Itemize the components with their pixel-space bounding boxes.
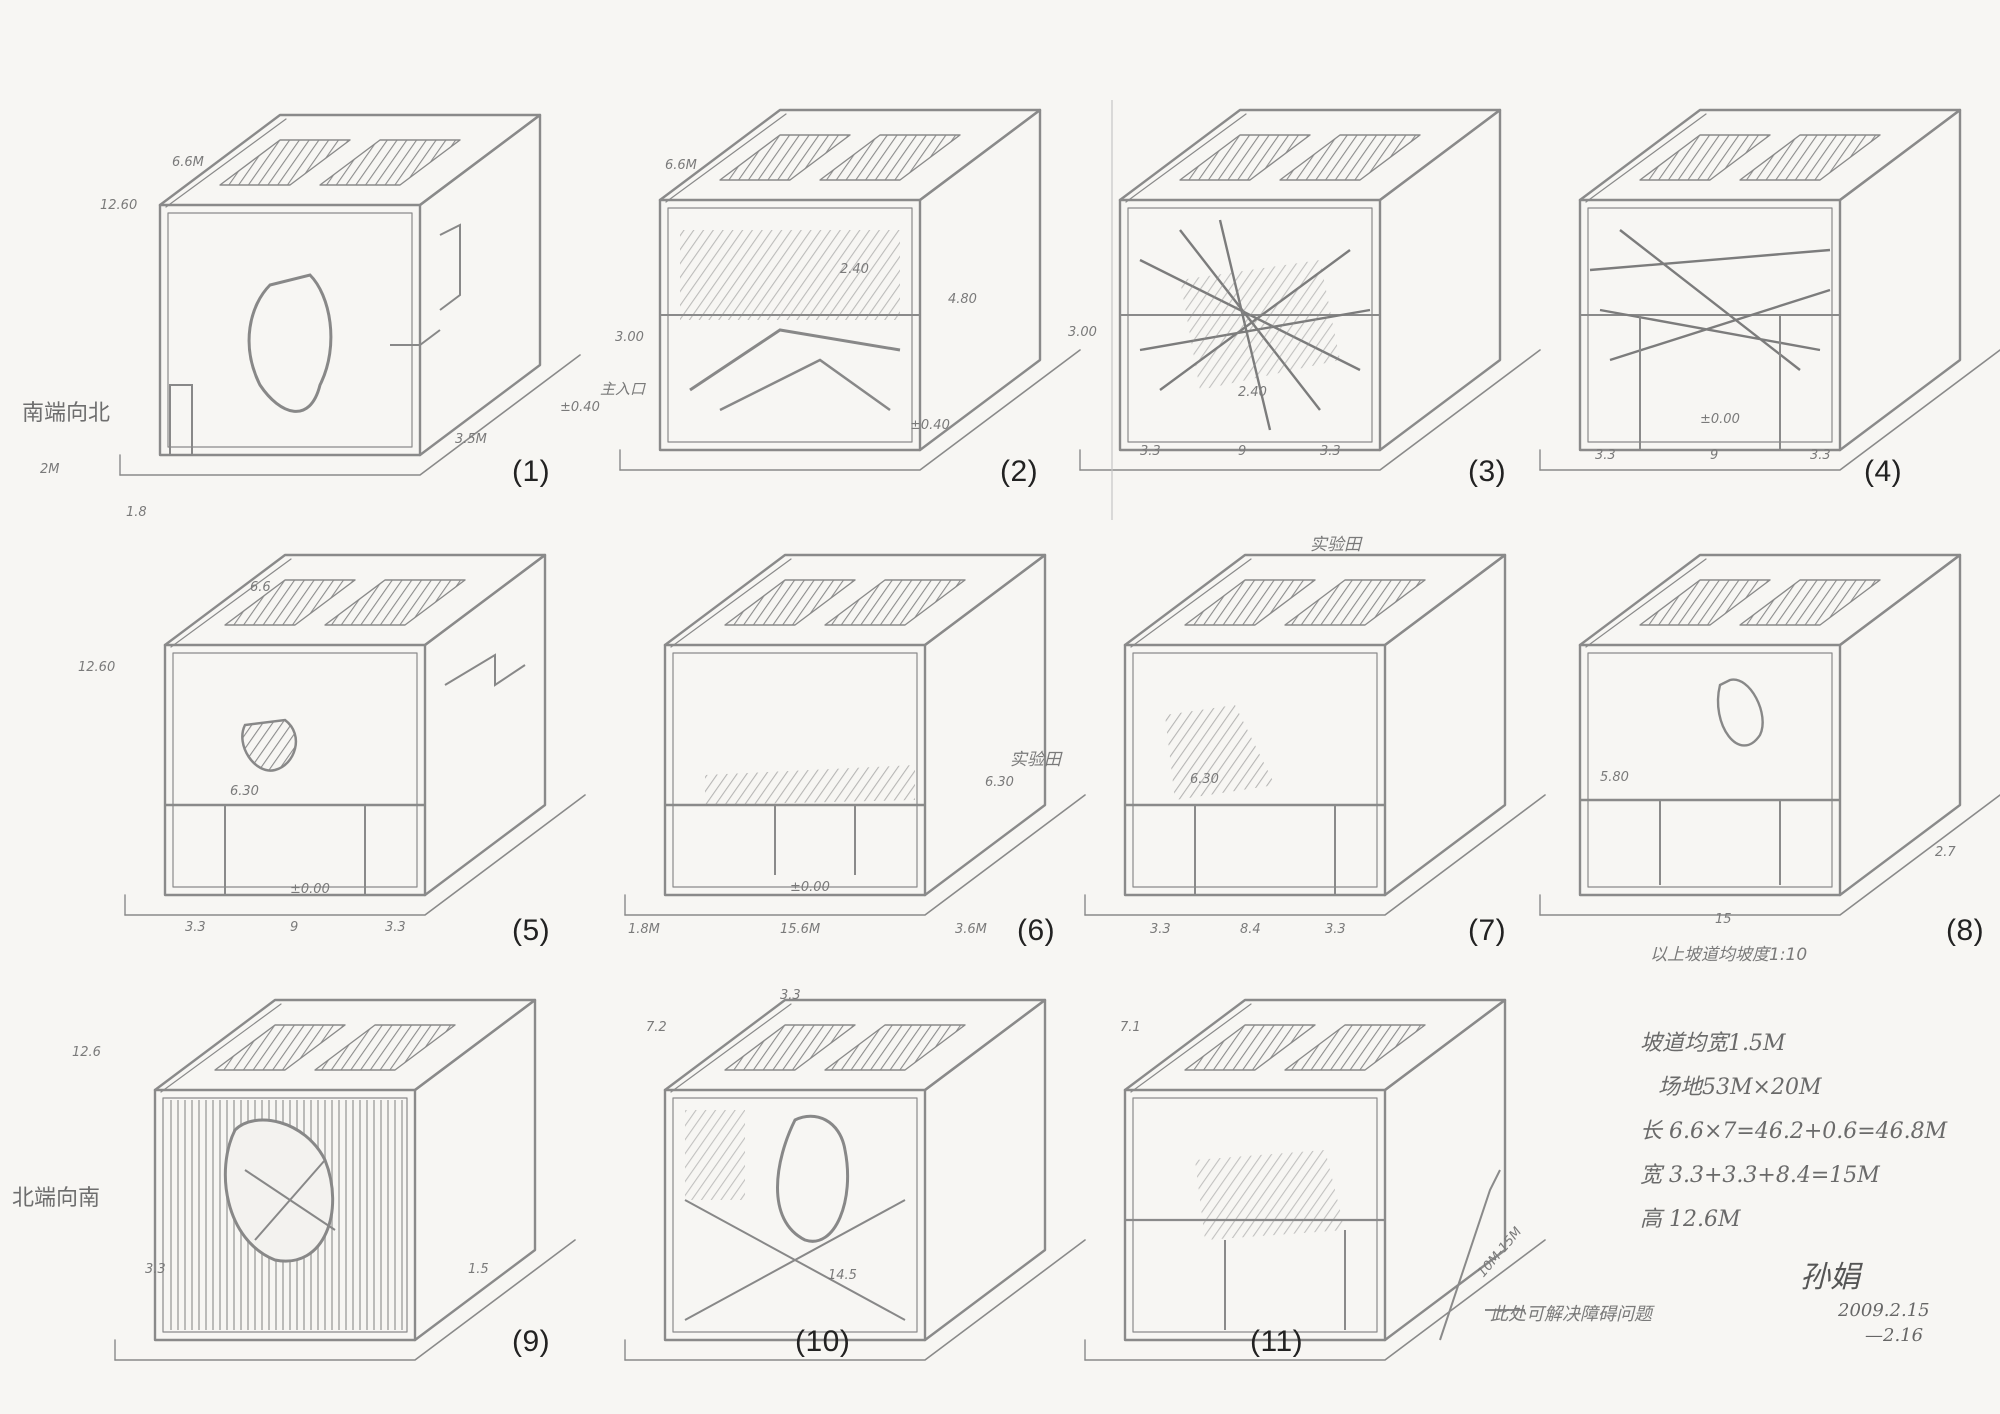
dim-s1-side: 3.5M xyxy=(455,432,487,447)
ramp-line xyxy=(1439,1169,1501,1341)
sketch-3 xyxy=(1078,108,1542,472)
sketch-9 xyxy=(113,998,577,1362)
dim-s9-a: 3.3 xyxy=(145,1262,166,1277)
note-main-entrance: 主入口 xyxy=(600,380,646,398)
label-3: (3) xyxy=(1468,455,1507,488)
dim-s1-entry: ±0.40 xyxy=(560,400,600,415)
dim-s1-top: 6.6M xyxy=(172,155,204,170)
dim-s3-c: 3.3 xyxy=(1320,444,1341,459)
label-2: (2) xyxy=(1000,455,1039,488)
notes-block: 坡道均宽1.5M 场地53M×20M 长 6.6×7=46.2+0.6=46.8… xyxy=(1640,1025,1980,1245)
dim-s1-front: 2M xyxy=(40,462,60,477)
dim-s11-a: 7.1 xyxy=(1120,1020,1141,1035)
dim-s5-d: ±0.00 xyxy=(290,882,330,897)
label-4: (4) xyxy=(1864,455,1903,488)
note-bottom: 此处可解决障碍问题 xyxy=(1490,1304,1652,1325)
label-7: (7) xyxy=(1468,914,1507,947)
dim-s8-c: 2.7 xyxy=(1935,845,1956,860)
dim-s5-h: 12.60 xyxy=(78,660,116,675)
dim-s5-e: 6.30 xyxy=(230,784,259,799)
sketch-1 xyxy=(118,113,582,477)
sketch-6 xyxy=(623,553,1087,917)
dim-s4-c: 3.3 xyxy=(1810,448,1831,463)
dim-s2-top: 6.6M xyxy=(665,158,697,173)
sketch-11 xyxy=(1083,998,1547,1362)
label-8: (8) xyxy=(1946,914,1985,947)
dim-s7-d: 6.30 xyxy=(1190,772,1219,787)
note-line: 高 12.6M xyxy=(1640,1207,1741,1232)
dim-s3-a: 3.3 xyxy=(1140,444,1161,459)
note-ramp-slope: 以上坡道均坡度1:10 xyxy=(1650,945,1808,965)
dim-s10-b: 3.3 xyxy=(780,988,801,1003)
dim-s2-a: 2.40 xyxy=(840,262,869,277)
dim-s2-b: 4.80 xyxy=(948,292,977,307)
note-line: 宽 3.3+3.3+8.4=15M xyxy=(1640,1163,1880,1188)
dim-s2-c: ±0.40 xyxy=(910,418,950,433)
label-6: (6) xyxy=(1017,914,1056,947)
dim-s9-b: 1.5 xyxy=(468,1262,489,1277)
dim-s4-a: 3.3 xyxy=(1595,448,1616,463)
dim-s5-c: 3.3 xyxy=(385,920,406,935)
dim-s6-d: ±0.00 xyxy=(790,880,830,895)
dim-s10-c: 14.5 xyxy=(828,1268,857,1283)
signature: 孙娟 xyxy=(1800,1260,1860,1295)
sketch-4 xyxy=(1538,108,2000,472)
dim-s6-b: 15.6M xyxy=(780,922,821,937)
label-11: (11) xyxy=(1250,1325,1304,1358)
note-lab-7: 实验田 xyxy=(1310,535,1361,555)
signature-date-end: —2.16 xyxy=(1865,1325,1924,1346)
note-line: 长 6.6×7=46.2+0.6=46.8M xyxy=(1640,1119,1948,1144)
dim-s10-a: 7.2 xyxy=(646,1020,667,1035)
sketch-7 xyxy=(1083,553,1547,917)
dim-s6-e: 6.30 xyxy=(985,775,1014,790)
dim-s3-d: 2.40 xyxy=(1238,385,1267,400)
note-south-north: 南端向北 xyxy=(22,401,111,426)
dim-s2-h: 3.00 xyxy=(615,330,644,345)
label-5: (5) xyxy=(512,914,551,947)
note-line: 坡道均宽1.5M xyxy=(1640,1031,1786,1056)
label-10: (10) xyxy=(795,1325,851,1358)
sketch-10 xyxy=(623,998,1087,1362)
note-line: 场地53M×20M xyxy=(1658,1075,1822,1100)
dim-s8-b: 5.80 xyxy=(1600,770,1629,785)
dim-s6-c: 3.6M xyxy=(955,922,987,937)
dim-s6-a: 1.8M xyxy=(628,922,660,937)
signature-date: 2009.2.15 xyxy=(1838,1300,1930,1321)
label-9: (9) xyxy=(512,1325,551,1358)
dim-s5-top: 6.6 xyxy=(250,580,271,595)
dim-s1-h: 12.60 xyxy=(100,198,138,213)
dim-s5-a: 3.3 xyxy=(185,920,206,935)
dim-s4-d: ±0.00 xyxy=(1700,412,1740,427)
dim-s1-base: 1.8 xyxy=(126,505,147,520)
label-1: (1) xyxy=(512,455,551,488)
dim-s4-b: 9 xyxy=(1710,448,1719,463)
note-lab-6: 实验田 xyxy=(1010,750,1061,770)
dim-s3-h: 3.00 xyxy=(1068,325,1097,340)
dim-s5-b: 9 xyxy=(290,920,299,935)
dim-s7-b: 8.4 xyxy=(1240,922,1261,937)
dim-s3-b: 9 xyxy=(1238,444,1247,459)
sketch-2 xyxy=(618,108,1082,472)
dim-s7-a: 3.3 xyxy=(1150,922,1171,937)
dim-s9-h: 12.6 xyxy=(72,1045,101,1060)
dim-s7-c: 3.3 xyxy=(1325,922,1346,937)
dim-s8-a: 15 xyxy=(1715,912,1732,927)
note-north-south: 北端向南 xyxy=(12,1186,101,1211)
sketch-8 xyxy=(1538,553,2000,917)
sketch-5 xyxy=(123,553,587,917)
